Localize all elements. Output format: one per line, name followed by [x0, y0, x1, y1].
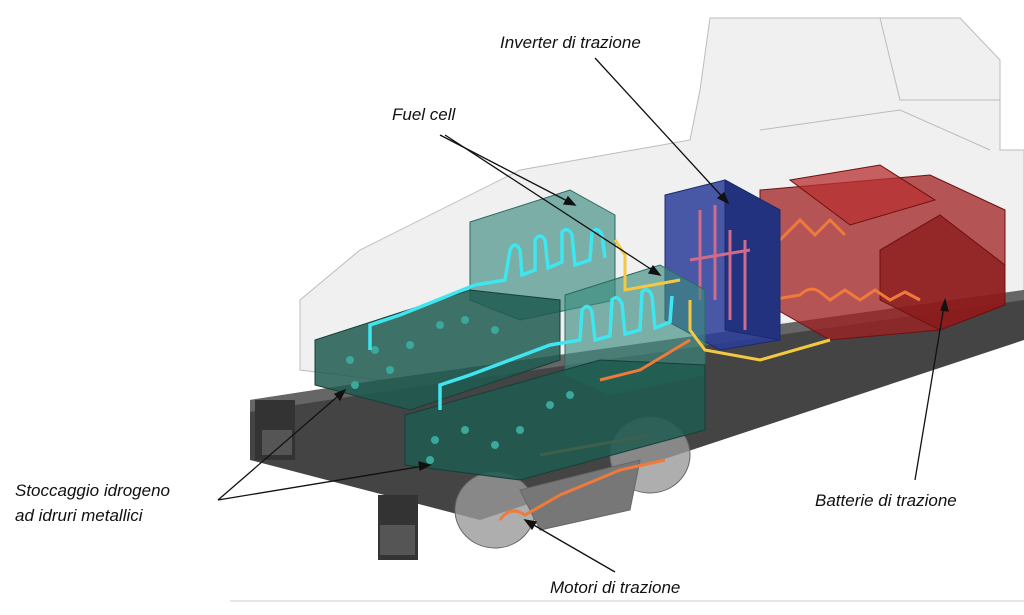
metal-hydride-dots [346, 316, 574, 464]
label-fuel-cell: Fuel cell [392, 105, 456, 124]
label-motors: Motori di trazione [550, 578, 681, 597]
label-batteries: Batterie di trazione [815, 491, 957, 510]
traction-batteries [759, 164, 1006, 341]
label-storage-line2: ad idruri metallici [15, 506, 143, 525]
label-storage: Stoccaggio idrogeno ad idruri metallici [15, 478, 170, 528]
label-storage-line1: Stoccaggio idrogeno [15, 481, 171, 500]
inverter-pipes [689, 205, 751, 330]
leader-arrows [217, 57, 949, 573]
hydrogen-storage-tanks [314, 289, 706, 481]
coolant-pipes [599, 239, 831, 382]
label-inverter: Inverter di trazione [500, 33, 641, 52]
battery-coolant-pipes [769, 217, 921, 302]
